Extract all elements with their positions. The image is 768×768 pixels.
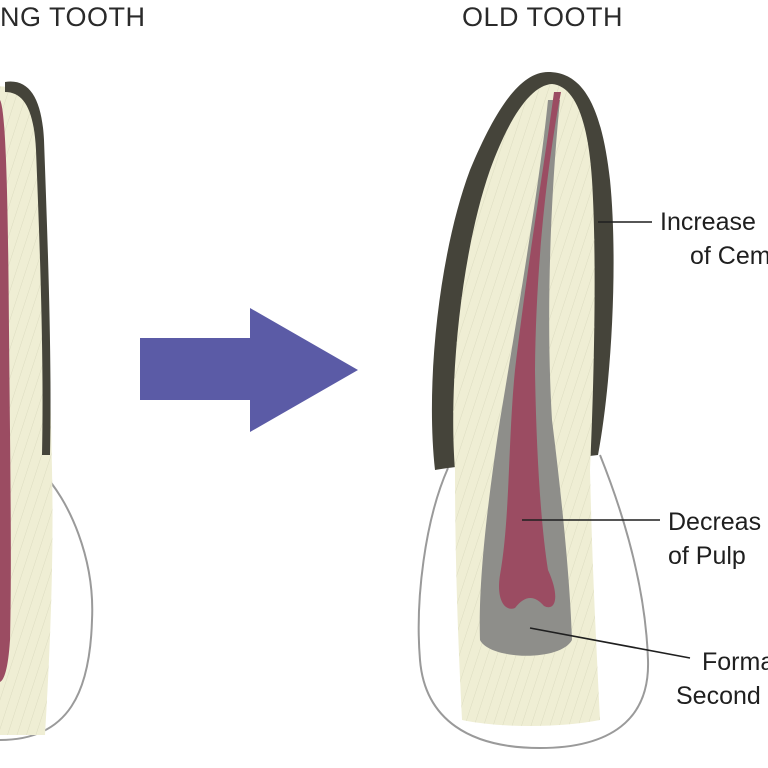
old-tooth-heading: OLD TOOTH [462, 2, 624, 32]
young-pulp [0, 100, 11, 682]
callout-cementum-line2: of Cem [690, 242, 768, 270]
callout-pulp-line2: of Pulp [668, 542, 746, 570]
callout-pulp-line1: Decreas [668, 508, 762, 536]
callout-cementum: Increase of Cem [660, 205, 768, 273]
leader-line-secondary-dentin [529, 627, 691, 659]
old-pulp [499, 92, 561, 609]
callout-pulp: Decreas of Pulp [668, 505, 761, 573]
young-cementum [5, 81, 51, 455]
old-gum-outline [417, 454, 650, 750]
callout-secondary-dentin-line2: Second [676, 682, 761, 710]
young-tooth [0, 81, 94, 741]
old-tooth [417, 72, 650, 750]
callout-secondary-dentin-line1: Forma [702, 648, 768, 676]
young-tooth-heading: YOUNG TOOTH [0, 2, 146, 32]
callout-secondary-dentin: Forma Second [676, 645, 768, 713]
callout-cementum-line1: Increase [660, 208, 756, 236]
young-gum-outline [0, 469, 94, 741]
arrow-right-icon [140, 308, 358, 432]
